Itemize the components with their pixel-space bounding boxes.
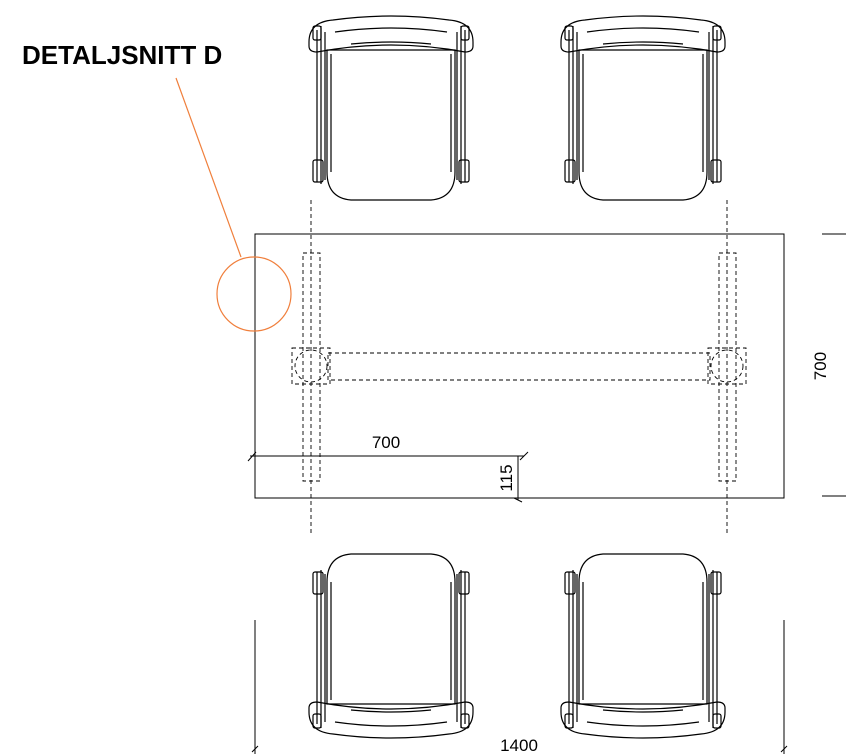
chair-top-right bbox=[560, 15, 726, 201]
left-leg-column bbox=[294, 349, 328, 383]
dimension-leg-offset: 115 bbox=[497, 456, 523, 503]
callout-circle bbox=[216, 256, 292, 332]
callout-leader bbox=[175, 77, 242, 258]
dimension-half-width: 700 bbox=[247, 433, 529, 496]
left-leg-frame bbox=[302, 252, 321, 482]
right-leg-frame bbox=[718, 252, 737, 482]
right-leg-base bbox=[707, 347, 747, 385]
half-width-value: 700 bbox=[372, 433, 400, 452]
table-width-value: 1400 bbox=[500, 736, 538, 754]
dimension-table-depth: 700 bbox=[811, 233, 846, 497]
right-leg-column bbox=[710, 349, 744, 383]
table-top-outline bbox=[254, 233, 785, 499]
table-depth-value: 700 bbox=[811, 352, 830, 380]
chair-bottom-left bbox=[309, 554, 473, 738]
chair-bottom-right bbox=[561, 554, 725, 738]
detail-callout-label: DETALJSNITT D bbox=[22, 40, 223, 70]
left-leg-base bbox=[291, 347, 331, 385]
leg-offset-value: 115 bbox=[497, 464, 516, 491]
center-stretcher bbox=[327, 352, 711, 381]
chair-top-left bbox=[308, 15, 474, 201]
dimension-table-width: 1400 bbox=[251, 620, 788, 754]
